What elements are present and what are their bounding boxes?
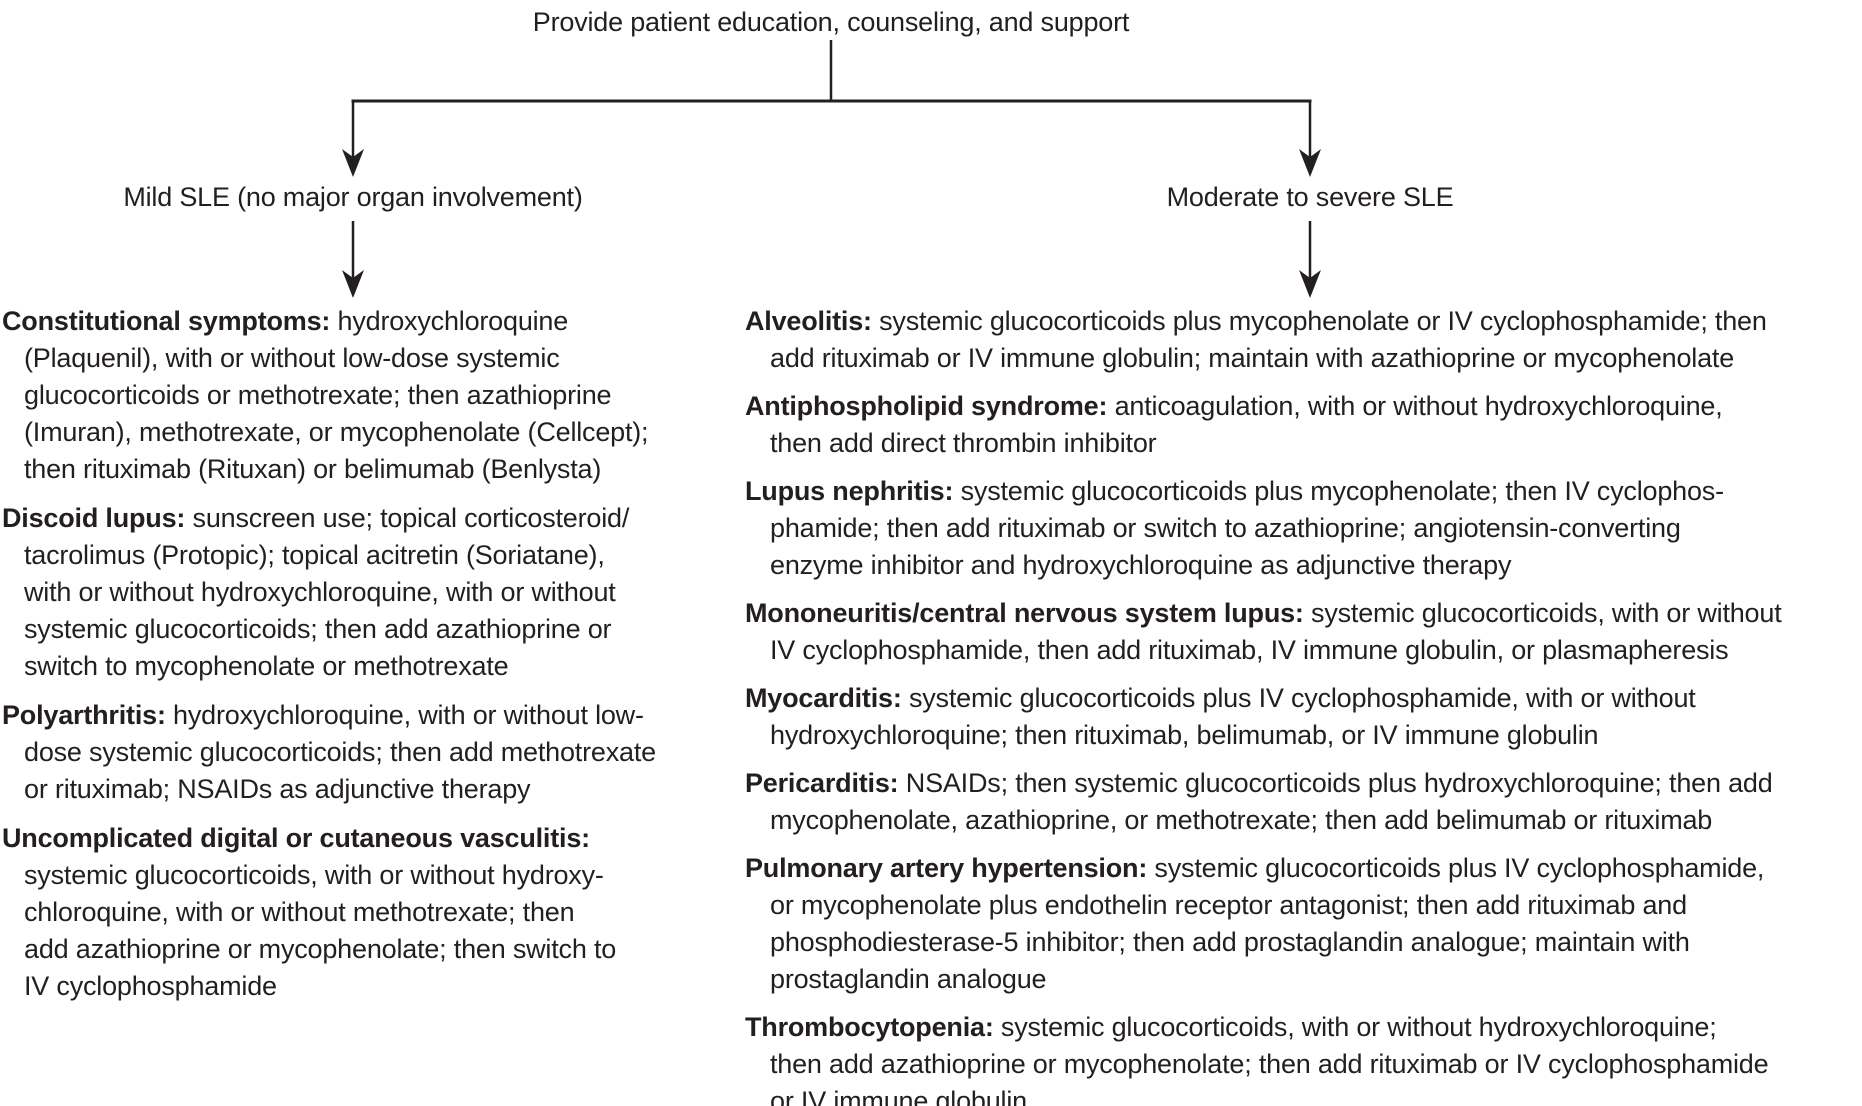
treatment-text: systemic glucocorticoids plus mycophenol… xyxy=(871,306,1767,336)
treatment-line: enzyme inhibitor and hydroxychloroquine … xyxy=(770,550,1512,580)
condition-name: Alveolitis: xyxy=(745,306,872,336)
treatment-text: systemic glucocorticoids plus IV cycloph… xyxy=(1147,853,1765,883)
mild-sle-treatment-list: Constitutional symptoms: hydroxychloroqu… xyxy=(2,303,656,1017)
treatment-line: systemic glucocorticoids, with or withou… xyxy=(24,860,604,890)
treatment-text: hydroxychloroquine, with or without low- xyxy=(165,700,644,730)
treatment-line: or rituximab; NSAIDs as adjunctive thera… xyxy=(24,774,531,804)
treatment-entry: Alveolitis: systemic glucocorticoids plu… xyxy=(745,303,1782,377)
treatment-line: Thrombocytopenia: systemic glucocorticoi… xyxy=(745,1009,1782,1046)
treatment-entry: Myocarditis: systemic glucocorticoids pl… xyxy=(745,680,1782,754)
treatment-line: or IV immune globulin xyxy=(770,1086,1027,1106)
branch-label-mild-sle: Mild SLE (no major organ involvement) xyxy=(123,182,583,212)
treatment-text: NSAIDs; then systemic glucocorticoids pl… xyxy=(898,768,1773,798)
treatment-line: IV cyclophosphamide xyxy=(24,971,277,1001)
treatment-line: Uncomplicated digital or cutaneous vascu… xyxy=(2,820,656,857)
condition-name: Constitutional symptoms: xyxy=(2,306,331,336)
treatment-text: anticoagulation, with or without hydroxy… xyxy=(1107,391,1723,421)
treatment-line: chloroquine, with or without methotrexat… xyxy=(24,897,575,927)
branch-label-moderate-severe-sle: Moderate to severe SLE xyxy=(1166,182,1454,212)
treatment-line: Myocarditis: systemic glucocorticoids pl… xyxy=(745,680,1782,717)
treatment-line: Alveolitis: systemic glucocorticoids plu… xyxy=(745,303,1782,340)
treatment-text: systemic glucocorticoids plus IV cycloph… xyxy=(901,683,1696,713)
condition-name: Mononeuritis/central nervous system lupu… xyxy=(745,598,1304,628)
treatment-line: (Plaquenil), with or without low-dose sy… xyxy=(24,343,560,373)
condition-name: Thrombocytopenia: xyxy=(745,1012,994,1042)
treatment-line: hydroxychloroquine; then rituximab, beli… xyxy=(770,720,1599,750)
mild-branch-arrowhead xyxy=(342,149,364,177)
condition-name: Pulmonary artery hypertension: xyxy=(745,853,1148,883)
condition-name: Lupus nephritis: xyxy=(745,476,954,506)
treatment-line: systemic glucocorticoids; then add azath… xyxy=(24,614,612,644)
treatment-text: systemic glucocorticoids plus mycophenol… xyxy=(953,476,1724,506)
condition-name: Pericarditis: xyxy=(745,768,899,798)
treatment-entry: Antiphospholipid syndrome: anticoagulati… xyxy=(745,388,1782,462)
treatment-line: Pericarditis: NSAIDs; then systemic gluc… xyxy=(745,765,1782,802)
treatment-line: Antiphospholipid syndrome: anticoagulati… xyxy=(745,388,1782,425)
treatment-line: tacrolimus (Protopic); topical acitretin… xyxy=(24,540,605,570)
treatment-line: Lupus nephritis: systemic glucocorticoid… xyxy=(745,473,1782,510)
severe-branch-arrowhead xyxy=(1299,149,1321,177)
treatment-entry: Pulmonary artery hypertension: systemic … xyxy=(745,850,1782,998)
treatment-line: phosphodiesterase-5 inhibitor; then add … xyxy=(770,927,1690,957)
treatment-line: Polyarthritis: hydroxychloroquine, with … xyxy=(2,697,656,734)
treatment-entry: Discoid lupus: sunscreen use; topical co… xyxy=(2,500,656,685)
moderate-severe-sle-treatment-list: Alveolitis: systemic glucocorticoids plu… xyxy=(745,303,1782,1106)
condition-name: Antiphospholipid syndrome: xyxy=(745,391,1108,421)
treatment-line: prostaglandin analogue xyxy=(770,964,1047,994)
treatment-text: systemic glucocorticoids, with or withou… xyxy=(993,1012,1717,1042)
treatment-entry: Mononeuritis/central nervous system lupu… xyxy=(745,595,1782,669)
condition-name: Uncomplicated digital or cutaneous vascu… xyxy=(2,823,590,853)
condition-name: Discoid lupus: xyxy=(2,503,186,533)
treatment-line: then add direct thrombin inhibitor xyxy=(770,428,1157,458)
treatment-line: with or without hydroxychloroquine, with… xyxy=(24,577,616,607)
treatment-line: mycophenolate, azathioprine, or methotre… xyxy=(770,805,1713,835)
treatment-line: (Imuran), methotrexate, or mycophenolate… xyxy=(24,417,649,447)
treatment-line: IV cyclophosphamide, then add rituximab,… xyxy=(770,635,1729,665)
treatment-line: Discoid lupus: sunscreen use; topical co… xyxy=(2,500,656,537)
treatment-line: or mycophenolate plus endothelin recepto… xyxy=(770,890,1687,920)
treatment-entry: Thrombocytopenia: systemic glucocorticoi… xyxy=(745,1009,1782,1106)
mild-treatments-arrowhead xyxy=(342,270,364,298)
treatment-entry: Polyarthritis: hydroxychloroquine, with … xyxy=(2,697,656,808)
flowchart-root-title: Provide patient education, counseling, a… xyxy=(532,7,1130,37)
treatment-line: add rituximab or IV immune globulin; mai… xyxy=(770,343,1735,373)
treatment-text: hydroxychloroquine xyxy=(330,306,569,336)
treatment-entry: Constitutional symptoms: hydroxychloroqu… xyxy=(2,303,656,488)
treatment-line: switch to mycophenolate or methotrexate xyxy=(24,651,509,681)
treatment-line: add azathioprine or mycophenolate; then … xyxy=(24,934,617,964)
treatment-line: then add azathioprine or mycophenolate; … xyxy=(770,1049,1769,1079)
treatment-line: dose systemic glucocorticoids; then add … xyxy=(24,737,656,767)
treatment-line: glucocorticoids or methotrexate; then az… xyxy=(24,380,612,410)
treatment-line: phamide; then add rituximab or switch to… xyxy=(770,513,1681,543)
treatment-text: systemic glucocorticoids, with or withou… xyxy=(1303,598,1782,628)
treatment-entry: Pericarditis: NSAIDs; then systemic gluc… xyxy=(745,765,1782,839)
treatment-text: sunscreen use; topical corticosteroid/ xyxy=(185,503,630,533)
treatment-entry: Uncomplicated digital or cutaneous vascu… xyxy=(2,820,656,1005)
condition-name: Polyarthritis: xyxy=(2,700,166,730)
treatment-line: Constitutional symptoms: hydroxychloroqu… xyxy=(2,303,656,340)
severe-treatments-arrowhead xyxy=(1299,270,1321,298)
treatment-entry: Lupus nephritis: systemic glucocorticoid… xyxy=(745,473,1782,584)
condition-name: Myocarditis: xyxy=(745,683,902,713)
treatment-line: then rituximab (Rituxan) or belimumab (B… xyxy=(24,454,602,484)
treatment-line: Pulmonary artery hypertension: systemic … xyxy=(745,850,1782,887)
treatment-line: Mononeuritis/central nervous system lupu… xyxy=(745,595,1782,632)
